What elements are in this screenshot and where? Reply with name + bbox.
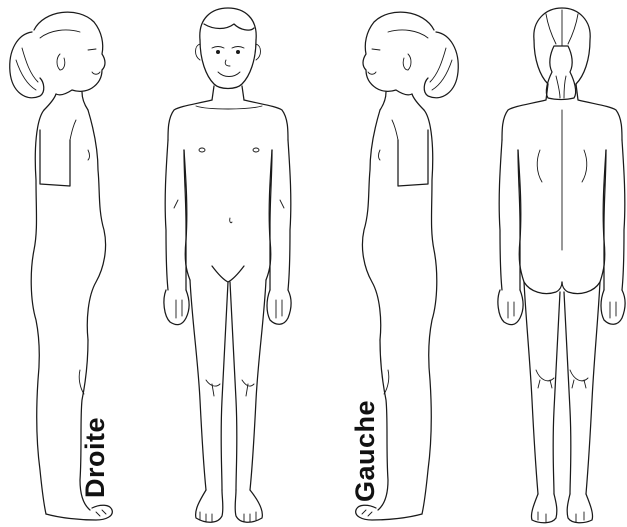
figure-right-side: Droite xyxy=(10,12,113,520)
figure-left-side: Gauche xyxy=(350,12,458,520)
left-side-label: Gauche xyxy=(350,400,380,502)
figure-back xyxy=(498,8,625,523)
figure-front xyxy=(164,8,291,522)
right-side-label: Droite xyxy=(80,417,110,498)
